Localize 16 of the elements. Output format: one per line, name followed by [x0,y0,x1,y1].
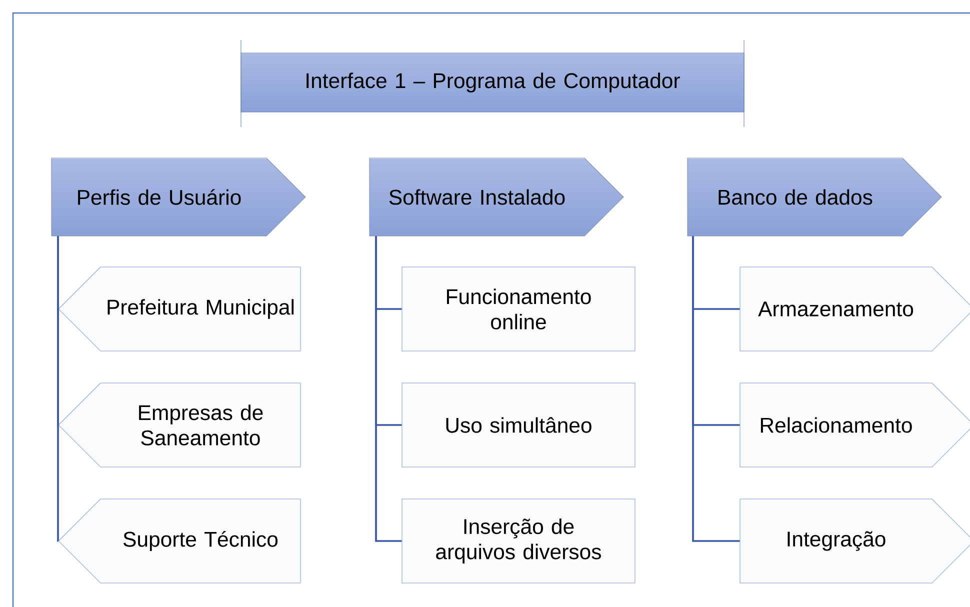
category-arrow-box: Software Instalado [369,158,624,236]
connector-line [57,236,60,542]
category-arrow-box: Banco de dados [687,158,942,236]
connector-line [692,236,740,542]
item-tag-box: Armazenamento [740,266,970,352]
item-box: Funcionamento online [402,266,636,352]
item-tag-box: Prefeitura Municipal [58,266,301,352]
item-tag-box: Empresas de Saneamento [58,382,301,468]
item-box: Inserção de arquivos diversos [402,498,636,584]
item-tag-box: Integração [740,498,970,584]
category-arrow-box: Perfis de Usuário [51,158,306,236]
item-tag-box: Suporte Técnico [58,498,301,584]
connector-line [375,236,402,542]
item-box: Uso simultâneo [402,382,636,468]
item-tag-box: Relacionamento [740,382,970,468]
title-banner: Interface 1 – Programa de Computador [240,40,744,128]
